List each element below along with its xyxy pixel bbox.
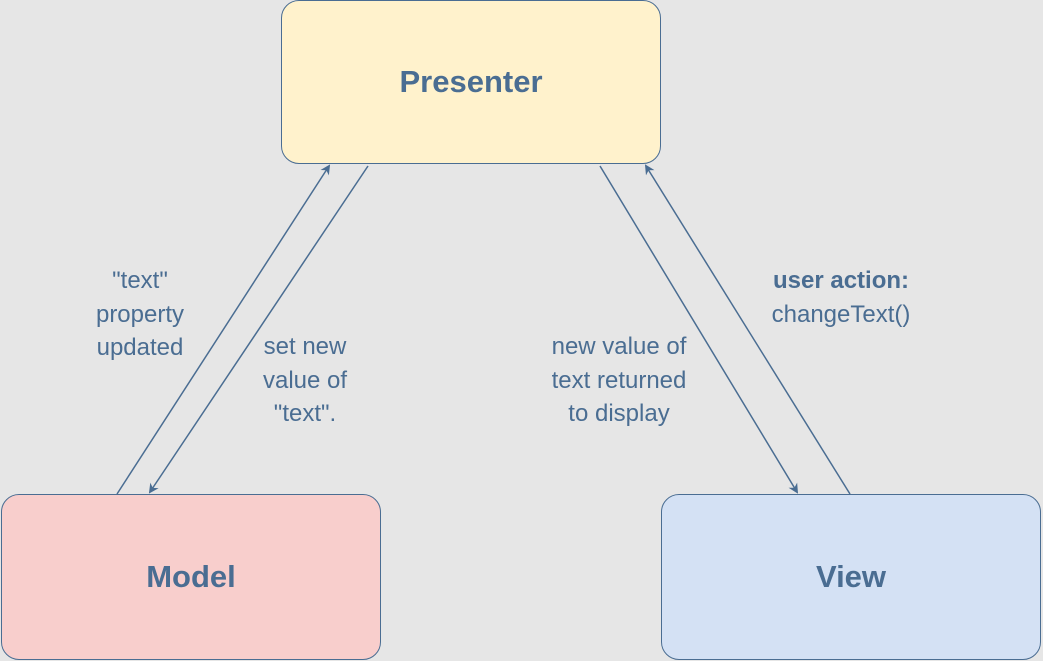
edge-label-presenter-to-view: new value of text returned to display bbox=[519, 330, 719, 431]
view-label: View bbox=[815, 559, 887, 594]
presenter-node: Presenter bbox=[281, 0, 661, 164]
edge-label-line: "text" bbox=[112, 267, 168, 294]
arrow-presenter-to-view bbox=[599, 165, 799, 494]
arrow-presenter-to-model bbox=[148, 165, 369, 494]
edge-label-line: new value of bbox=[551, 333, 687, 360]
model-label: Model bbox=[146, 559, 236, 594]
edge-label-line: updated bbox=[96, 334, 184, 361]
edge-label-model-to-presenter: "text" property updated bbox=[60, 264, 220, 365]
model-node: Model bbox=[1, 494, 381, 660]
edge-label-view-to-presenter: user action: changeText() bbox=[736, 264, 946, 331]
view-node: View bbox=[661, 494, 1041, 660]
edge-label-line: text returned bbox=[551, 366, 687, 394]
user-action-title: user action: bbox=[772, 267, 910, 294]
edge-label-line: "text". bbox=[273, 400, 337, 427]
arrow-model-to-presenter bbox=[116, 164, 331, 495]
edge-label-line: set new bbox=[263, 333, 347, 360]
edge-label-line: property bbox=[95, 300, 185, 328]
presenter-label: Presenter bbox=[399, 64, 543, 99]
user-action-method: changeText() bbox=[771, 300, 911, 328]
edge-label-presenter-to-model: set new value of "text". bbox=[225, 330, 385, 431]
arrow-view-to-presenter bbox=[644, 164, 851, 495]
edge-label-line: to display bbox=[568, 400, 670, 427]
edge-label-line: value of bbox=[262, 366, 348, 394]
